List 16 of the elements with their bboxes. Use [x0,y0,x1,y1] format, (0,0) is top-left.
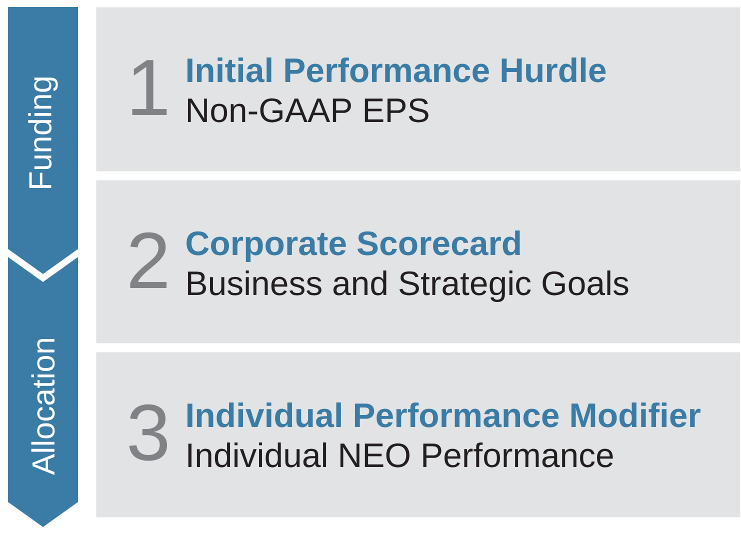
step-description: Business and Strategic Goals [188,270,628,302]
step-heading: Individual Performance Modifier [187,402,700,428]
step-panel [96,352,740,518]
step-number: 3 [129,404,168,461]
step-heading: Corporate Scorecard [186,230,520,262]
step-description: Individual NEO Performance [188,442,613,468]
step-number: 1 [132,60,167,115]
phase-banner: Allocation [8,257,78,527]
node-label: Funding [28,77,58,188]
step-heading: Initial Performance Hurdle [187,57,606,82]
step-panel [96,7,740,172]
node-label: Allocation [31,338,55,476]
step-panel [96,180,740,344]
step-description: Non-GAAP EPS [188,98,428,122]
step-number: 2 [130,232,167,288]
phase-banner: Funding [8,7,78,274]
